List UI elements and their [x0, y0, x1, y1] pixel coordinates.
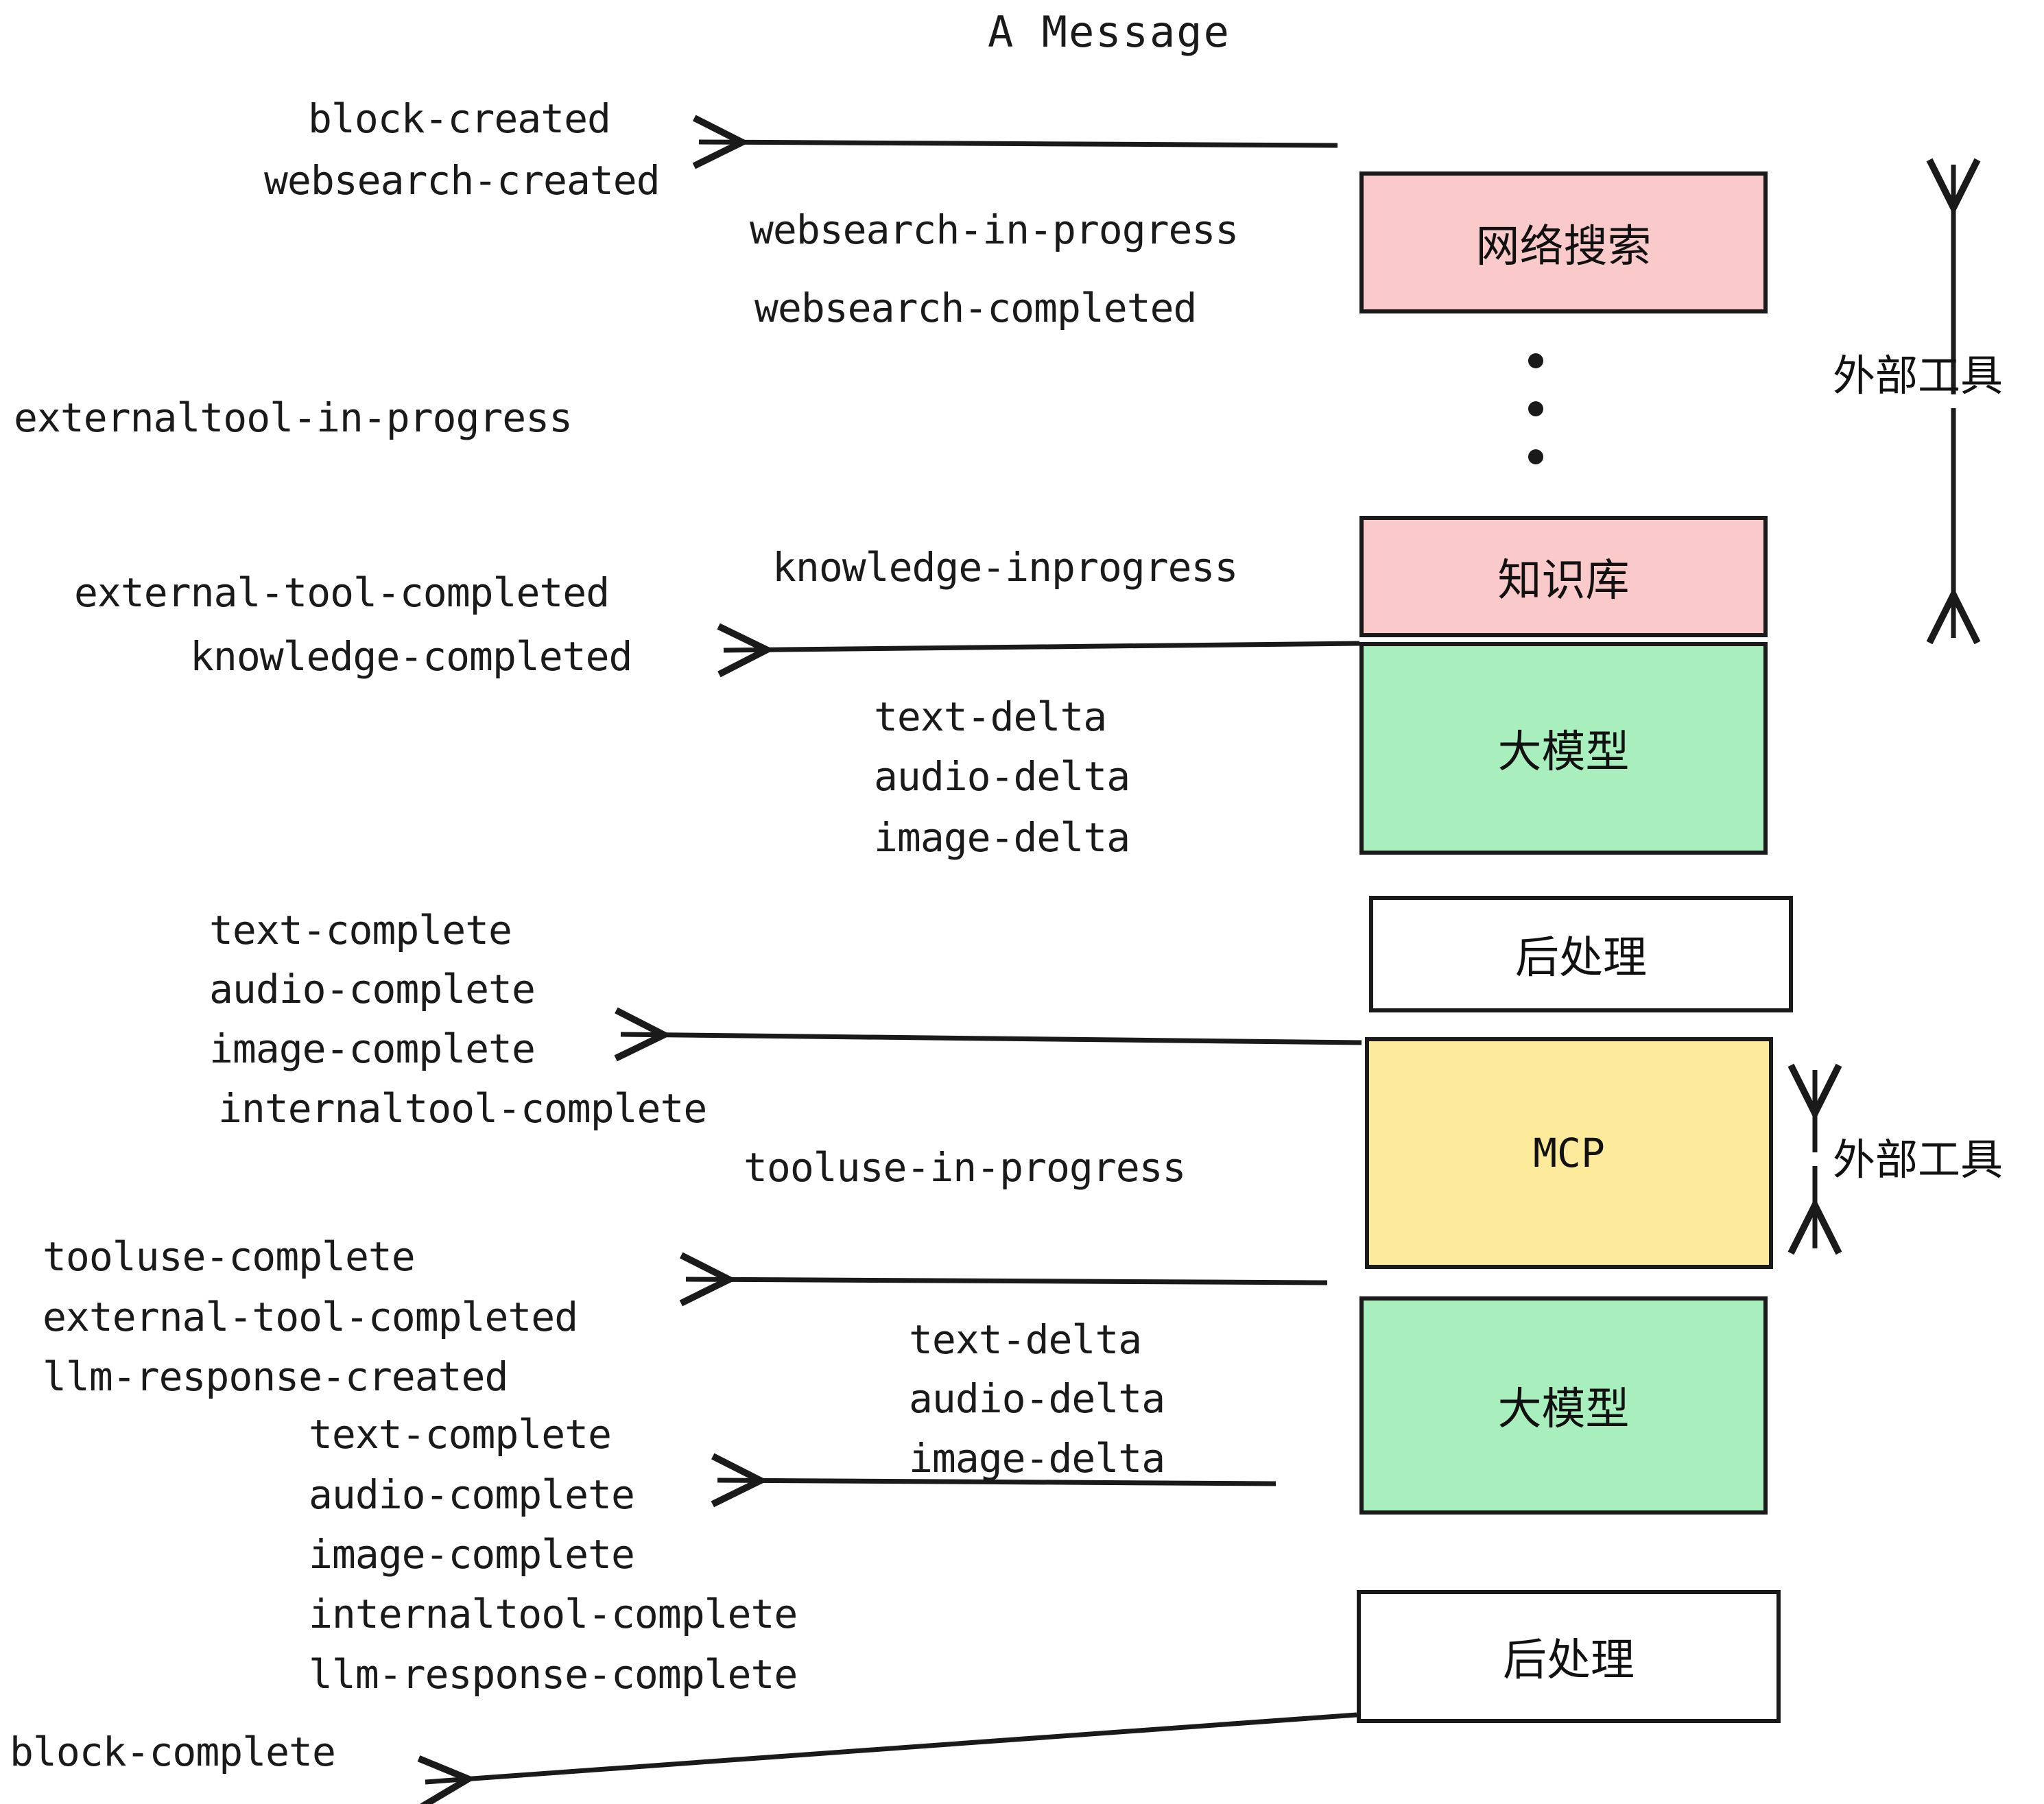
event-label: text-complete: [309, 1411, 612, 1458]
event-label: external-tool-completed: [43, 1294, 578, 1340]
event-label: text-complete: [209, 907, 512, 953]
event-label: audio-complete: [309, 1471, 635, 1518]
ellipsis-dot: [1528, 401, 1543, 416]
event-label: block-created: [308, 95, 611, 142]
node-box[interactable]: MCP: [1365, 1037, 1773, 1269]
event-label: image-complete: [209, 1025, 536, 1072]
node-box[interactable]: 后处理: [1357, 1590, 1781, 1723]
event-label: websearch-in-progress: [750, 206, 1239, 253]
node-label: 大模型: [1497, 727, 1630, 778]
knowledge-return-arrow: [724, 643, 1360, 650]
event-label: knowledge-inprogress: [772, 544, 1238, 591]
event-label: tooluse-in-progress: [744, 1144, 1186, 1191]
event-label: audio-delta: [909, 1375, 1165, 1422]
node-box[interactable]: 网络搜索: [1359, 171, 1768, 313]
node-label: 大模型: [1497, 1384, 1630, 1435]
event-label: websearch-created: [264, 157, 661, 204]
scope-label: 外部工具: [1833, 351, 2004, 401]
node-label: 后处理: [1503, 1635, 1635, 1686]
node-box[interactable]: 大模型: [1359, 1296, 1768, 1515]
event-label: websearch-completed: [754, 285, 1197, 331]
diagram-title: A Message: [988, 7, 1231, 57]
event-label: image-delta: [909, 1435, 1165, 1482]
node-box[interactable]: 后处理: [1369, 896, 1793, 1012]
event-label: image-delta: [874, 814, 1130, 861]
scope-label: 外部工具: [1833, 1135, 2004, 1185]
node-label: 知识库: [1497, 555, 1630, 606]
event-label: llm-response-complete: [309, 1651, 798, 1698]
node-label: 后处理: [1515, 933, 1647, 984]
event-label: externaltool-in-progress: [14, 394, 573, 441]
node-box[interactable]: 知识库: [1359, 516, 1768, 637]
postprocess-return-arrow: [621, 1034, 1362, 1043]
event-label: llm-response-created: [43, 1353, 508, 1400]
websearch-return-arrow: [699, 142, 1338, 145]
event-label: knowledge-completed: [190, 633, 632, 680]
event-label: tooluse-complete: [43, 1233, 416, 1280]
event-label: block-complete: [10, 1729, 336, 1775]
block-complete-arrow: [425, 1712, 1357, 1782]
ellipsis-dot: [1528, 353, 1543, 368]
event-label: image-complete: [309, 1531, 635, 1578]
ellipsis-dot: [1528, 449, 1543, 464]
node-label: MCP: [1533, 1130, 1605, 1176]
mcp-return-arrow: [686, 1279, 1328, 1283]
node-box[interactable]: 大模型: [1359, 642, 1768, 855]
event-label: audio-complete: [209, 966, 536, 1012]
event-label: internaltool-complete: [218, 1085, 707, 1132]
event-label: text-delta: [909, 1316, 1142, 1363]
node-label: 网络搜索: [1475, 221, 1652, 272]
event-label: audio-delta: [874, 753, 1130, 800]
event-label: internaltool-complete: [309, 1591, 798, 1637]
event-label: external-tool-completed: [74, 569, 610, 616]
event-label: text-delta: [874, 693, 1107, 740]
